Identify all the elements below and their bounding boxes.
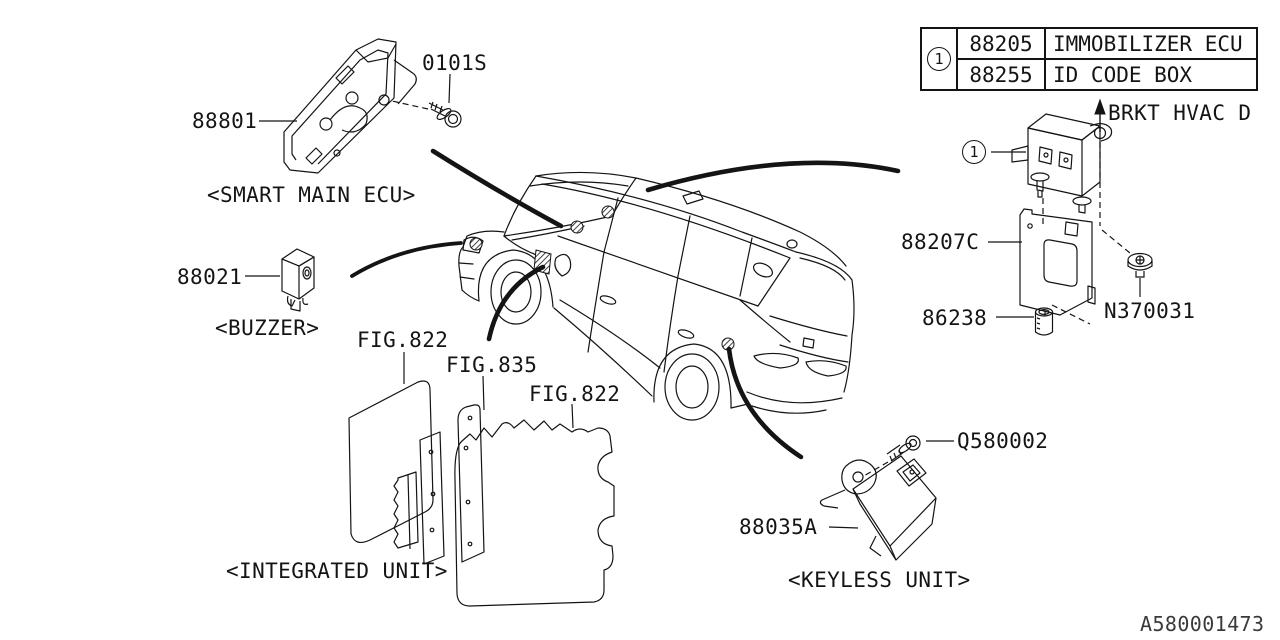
- part-label-q580002[interactable]: Q580002: [957, 429, 1049, 453]
- smart-main-ecu-drawing: [283, 38, 417, 174]
- label-brkt-hvac-d: BRKT HVAC D: [1108, 101, 1252, 125]
- caption-smart-main-ecu: <SMART MAIN ECU>: [207, 183, 416, 207]
- caption-buzzer: <BUZZER>: [215, 316, 320, 340]
- table-row[interactable]: 88255 ID CODE BOX: [958, 58, 1256, 89]
- buzzer-drawing: [281, 248, 315, 312]
- part-label-88021[interactable]: 88021: [177, 265, 243, 289]
- immobilizer-ecu-drawing: [1011, 113, 1113, 214]
- assembly-dashed-lines: [391, 100, 1131, 478]
- fig-ref-822-a[interactable]: FIG.822: [357, 328, 449, 352]
- parts-legend-table: 1 88205 IMMOBILIZER ECU 88255 ID CODE BO…: [920, 27, 1258, 91]
- vehicle-illustration: [458, 171, 855, 421]
- part-label-86238[interactable]: 86238: [922, 306, 988, 330]
- legend-callout-1-badge: 1: [927, 47, 951, 71]
- callout-1-badge[interactable]: 1: [962, 140, 986, 164]
- bracket-88207c-drawing: [1019, 208, 1096, 316]
- part-label-88801[interactable]: 88801: [192, 109, 258, 133]
- table-row[interactable]: 88205 IMMOBILIZER ECU: [958, 29, 1256, 58]
- pointer-arcs: [350, 148, 901, 460]
- keyless-unit-drawing: [819, 455, 937, 561]
- caption-integrated-unit: <INTEGRATED UNIT>: [226, 559, 448, 583]
- screw-0101s-drawing: [428, 101, 462, 128]
- document-code: A580001473: [1140, 612, 1265, 636]
- nut-n370031-drawing: [1127, 252, 1153, 278]
- screw-q580002-drawing: [886, 435, 921, 462]
- part-name-cell: IMMOBILIZER ECU: [1053, 31, 1243, 56]
- part-label-88035a[interactable]: 88035A: [739, 515, 818, 539]
- caption-keyless-unit: <KEYLESS UNIT>: [788, 568, 971, 592]
- part-label-n370031[interactable]: N370031: [1104, 299, 1196, 323]
- fig-ref-822-b[interactable]: FIG.822: [529, 382, 621, 406]
- part-name-cell: ID CODE BOX: [1053, 62, 1193, 87]
- part-label-88207c[interactable]: 88207C: [901, 230, 980, 254]
- spacer-86238-drawing: [1034, 307, 1054, 336]
- part-number-cell[interactable]: 88205: [958, 29, 1046, 58]
- legend-callout-cell: 1: [922, 29, 958, 89]
- part-label-0101s[interactable]: 0101S: [422, 51, 488, 75]
- part-number-cell[interactable]: 88255: [958, 60, 1046, 89]
- leader-lines: [245, 73, 1141, 529]
- brkt-direction-arrow: [1094, 98, 1106, 132]
- integrated-unit-drawing: [348, 380, 615, 607]
- fig-ref-835[interactable]: FIG.835: [446, 353, 538, 377]
